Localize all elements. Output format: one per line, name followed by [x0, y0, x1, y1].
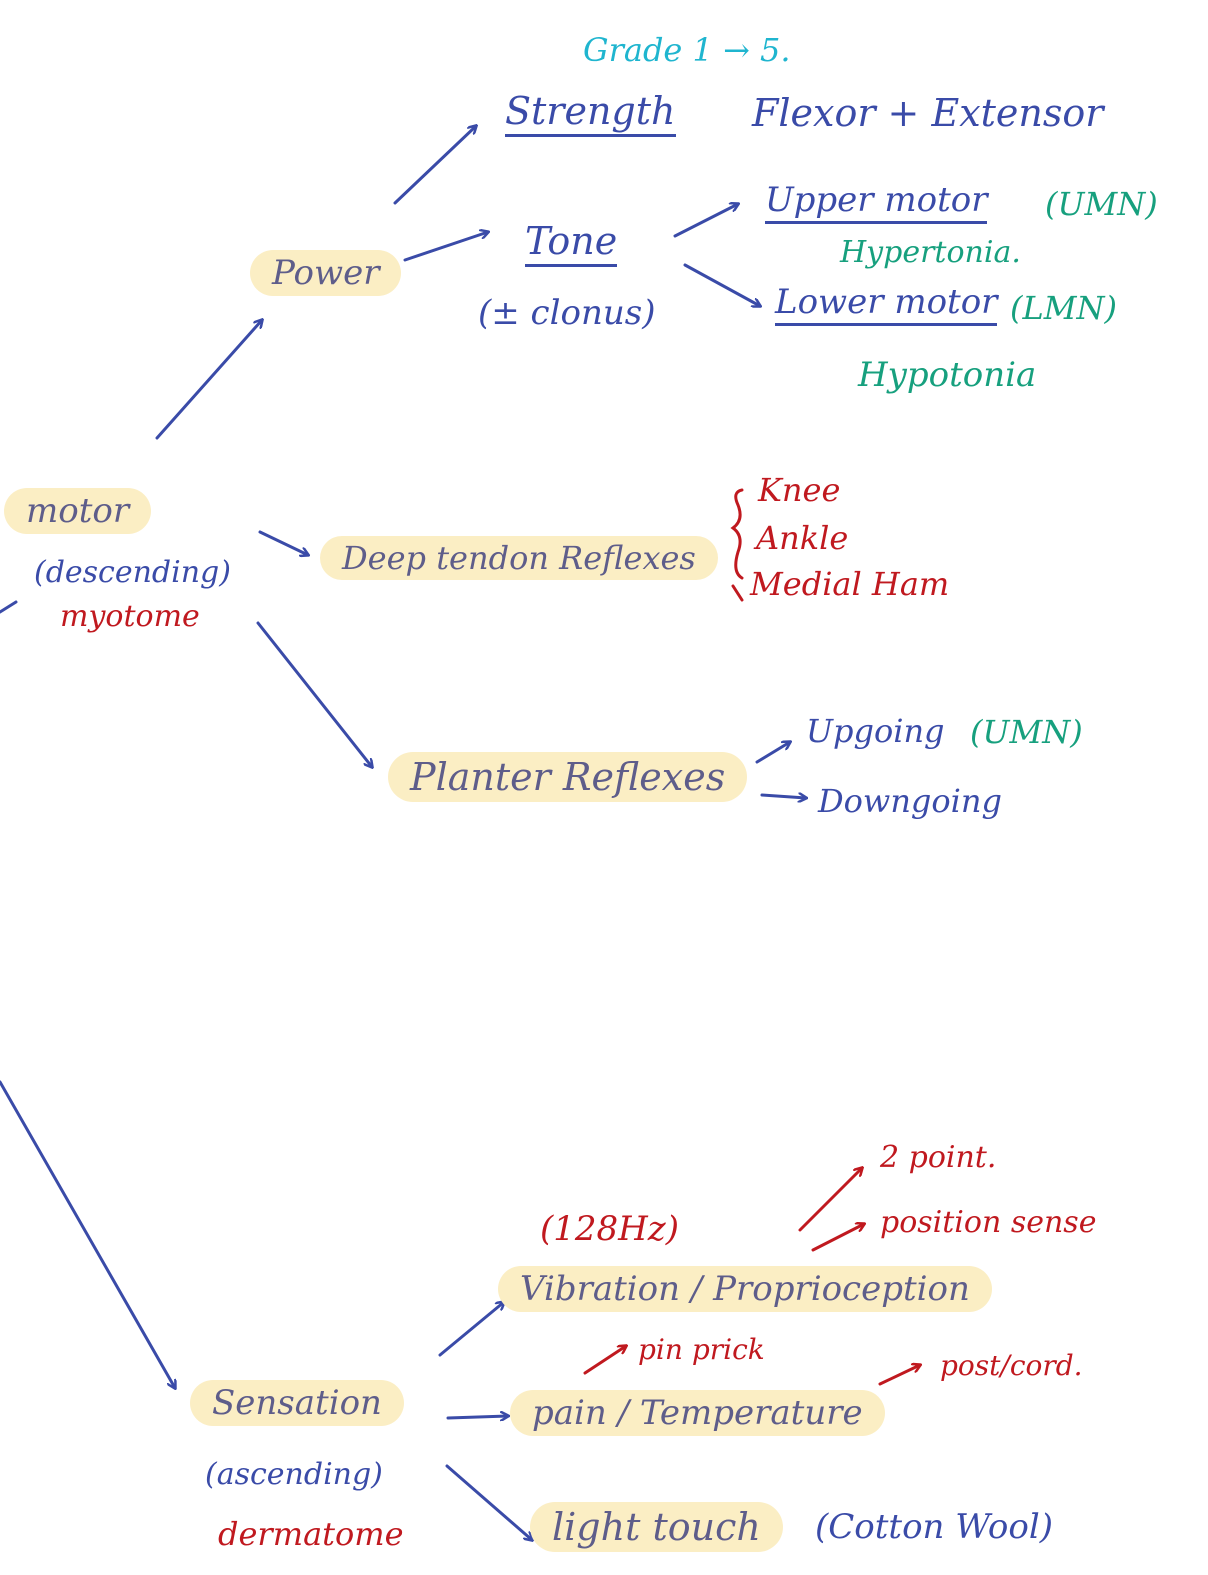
- upper-motor-label: Upper motor: [765, 183, 988, 224]
- motor-node: motor: [4, 488, 152, 534]
- cotton-wool-label: (Cotton Wool): [815, 1507, 1053, 1547]
- brace-deep-tendon: [730, 488, 744, 602]
- medial-ham-label: Medial Ham: [750, 565, 950, 603]
- tone-label: Tone: [525, 222, 618, 267]
- arrow-planter-downgoing: [760, 795, 806, 798]
- umn-label: (UMN): [1045, 185, 1158, 223]
- hypertonia-label: Hypertonia.: [840, 235, 1021, 270]
- arrow-left-edge-motor: [0, 600, 18, 614]
- arrow-tone-upper: [673, 204, 738, 238]
- hypotonia-label: Hypotonia: [858, 355, 1037, 395]
- dermatome-label: dermatome: [218, 1515, 404, 1553]
- arrow-two-point: [798, 1168, 862, 1232]
- arrow-motor-power: [155, 320, 262, 440]
- deep-tendon-node: Deep tendon Reflexes: [320, 536, 718, 580]
- arrow-position-sense: [811, 1224, 864, 1252]
- arrow-power-tone: [403, 232, 488, 262]
- arrow-power-strength: [393, 126, 476, 205]
- downgoing-label: Downgoing: [818, 782, 1002, 820]
- arrow-sensation-pain: [446, 1416, 508, 1418]
- planter-node: Planter Reflexes: [388, 752, 748, 802]
- arrow-motor-deep-tendon: [258, 530, 308, 555]
- descending-label: (descending): [34, 555, 231, 590]
- position-sense-label: position sense: [880, 1205, 1097, 1240]
- myotome-label: myotome: [60, 599, 200, 634]
- arrow-tone-lower: [683, 263, 760, 306]
- arrow-post-cord: [878, 1365, 920, 1386]
- knee-label: Knee: [758, 471, 841, 509]
- upgoing-umn-label: (UMN): [970, 713, 1083, 751]
- two-point-label: 2 point.: [880, 1140, 997, 1175]
- lower-motor-label: Lower motor: [775, 285, 998, 326]
- lmn-label: (LMN): [1010, 289, 1117, 327]
- sensation-node: Sensation: [190, 1380, 404, 1426]
- strength-label: Strength: [505, 92, 676, 137]
- power-node: Power: [250, 250, 402, 296]
- arrow-left-edge-sensation: [0, 1080, 175, 1388]
- arrow-sensation-vibration: [438, 1302, 504, 1357]
- vibration-node: Vibration / Proprioception: [498, 1266, 992, 1312]
- arrow-motor-planter: [256, 621, 372, 767]
- arrow-planter-upgoing: [755, 742, 790, 764]
- pin-prick-label: pin prick: [638, 1333, 765, 1366]
- arrow-pin-prick: [583, 1346, 626, 1375]
- ankle-label: Ankle: [756, 519, 849, 557]
- clonus-label: (± clonus): [478, 293, 656, 333]
- ascending-label: (ascending): [205, 1457, 383, 1492]
- hz-label: (128Hz): [540, 1209, 679, 1249]
- arrow-sensation-touch: [445, 1464, 532, 1540]
- post-cord-label: post/cord.: [940, 1349, 1083, 1382]
- light-touch-node: light touch: [530, 1502, 783, 1552]
- flexor-extensor-label: Flexor + Extensor: [752, 91, 1104, 135]
- pain-temp-node: pain / Temperature: [510, 1390, 885, 1436]
- upgoing-label: Upgoing: [806, 712, 945, 750]
- grade-label: Grade 1 → 5.: [583, 31, 791, 69]
